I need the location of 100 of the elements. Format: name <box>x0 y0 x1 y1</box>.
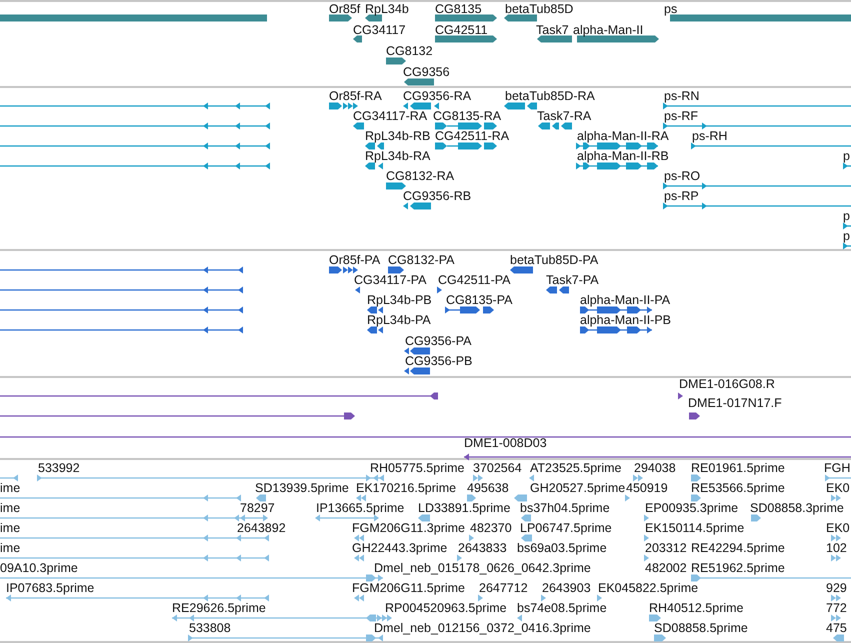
feature-label: 3702564 <box>473 461 522 475</box>
feature-label: Or85f-RA <box>329 89 382 103</box>
feature-label: alpha-Man-II-RB <box>577 149 669 163</box>
feature-label: ime <box>0 521 20 535</box>
feature-label: RE51962.5prime <box>691 561 785 575</box>
feature-label: EK045822.5prime <box>598 581 698 595</box>
feature-label: 2643833 <box>458 541 507 555</box>
feature-label: RH05775.5prime <box>370 461 464 475</box>
feature-label: CG42511-PA <box>438 273 510 287</box>
feature-label: LP06747.5prime <box>520 521 612 535</box>
feature-label: CG34117-PA <box>354 273 426 287</box>
feature-label: alpha-Man-II-PB <box>580 313 672 327</box>
feature-label: Task7-PA <box>546 273 599 287</box>
feature-label: CG8132-RA <box>386 169 454 183</box>
feature-label: 2647712 <box>479 581 528 595</box>
feature-label: DME1-017N17.F <box>688 396 782 410</box>
feature-label: 475 <box>826 621 847 635</box>
feature-label: SD13939.5prime <box>255 481 349 495</box>
feature-label: FGM206G11.3prime <box>352 521 466 535</box>
feature-label: bs37h04.5prime <box>520 501 610 515</box>
feature-label: Task7 <box>536 23 569 37</box>
feature-label: Or85f <box>329 2 360 16</box>
feature-label: 78297 <box>240 501 275 515</box>
feature-label: betaTub85D-RA <box>505 89 595 103</box>
feature-label: betaTub85D-PA <box>510 253 598 267</box>
feature-label: 294038 <box>634 461 676 475</box>
feature-label: EP00935.3prime <box>645 501 738 515</box>
feature-label: ps <box>664 2 678 16</box>
feature-label: CG8135 <box>435 2 482 16</box>
feature-label: SD08858.3prime <box>750 501 844 515</box>
feature-label: EK170216.5prime <box>356 481 456 495</box>
feature-label: EK0 <box>826 481 850 495</box>
feature-label: CG8135-PA <box>446 293 512 307</box>
feature-label: 102 <box>826 541 847 555</box>
feature-label: RpL34b-RB <box>365 129 430 143</box>
feature-label: LD33891.5prime <box>418 501 510 515</box>
feature-label: CG8135-RA <box>433 109 502 123</box>
feature-label: CG42511-RA <box>435 129 510 143</box>
feature-label: bs69a03.5prime <box>517 541 607 555</box>
feature-label: Dmel_neb_012156_0372_0416.3prime <box>374 621 591 635</box>
feature-label: IP13665.5prime <box>316 501 404 515</box>
feature-label: 09A10.3prime <box>0 561 78 575</box>
feature-label: 482002 <box>645 561 687 575</box>
feature-label: RH40512.5prime <box>649 601 744 615</box>
feature-label: GH20527.5prime <box>530 481 626 495</box>
feature-label: p <box>843 149 850 163</box>
feature-label: ime <box>0 481 20 495</box>
feature-label: ps-RP <box>664 189 699 203</box>
feature-label: CG9356-PB <box>405 354 472 368</box>
feature-label: CG9356 <box>403 65 450 79</box>
feature-label: Dmel_neb_015178_0626_0642.3prime <box>374 561 591 575</box>
feature-label: Task7-RA <box>537 109 592 123</box>
feature-label: DME1-016G08.R <box>679 377 775 391</box>
feature-label: RP004520963.5prime <box>385 601 507 615</box>
feature-label: 450919 <box>626 481 668 495</box>
feature-label: betaTub85D <box>505 2 574 16</box>
feature-label: EK150114.5prime <box>645 521 744 535</box>
feature-label: 203312 <box>645 541 687 555</box>
feature-label: Or85f-PA <box>329 253 380 267</box>
feature-label: p <box>843 229 850 243</box>
feature-label: bs74e08.5prime <box>517 601 607 615</box>
feature-label: ps-RF <box>664 109 698 123</box>
feature-label: 2643892 <box>237 521 286 535</box>
feature-label: 772 <box>826 601 847 615</box>
feature-label: CG8132 <box>386 44 433 58</box>
feature-label: 482370 <box>470 521 512 535</box>
feature-label: alpha-Man-II <box>573 23 644 37</box>
feature-label: CG9356-RA <box>403 89 472 103</box>
feature-label: CG34117-RA <box>353 109 428 123</box>
feature-label: AT23525.5prime <box>530 461 622 475</box>
feature-label: p <box>843 209 850 223</box>
feature-label: 2643903 <box>542 581 591 595</box>
feature-label: RE53566.5prime <box>691 481 785 495</box>
feature-label: CG9356-RB <box>403 189 472 203</box>
feature-label: 533992 <box>38 461 80 475</box>
feature-label: ps-RH <box>692 129 728 143</box>
feature-label: alpha-Man-II-RA <box>577 129 669 143</box>
feature-label: 533808 <box>189 621 231 635</box>
feature-label: FGH <box>824 461 850 475</box>
feature-label: ps-RN <box>664 89 700 103</box>
feature-label: ime <box>0 541 20 555</box>
feature-label: RE42294.5prime <box>691 541 785 555</box>
feature-label: IP07683.5prime <box>6 581 94 595</box>
feature-label: ime <box>0 501 20 515</box>
feature-label: RpL34b <box>365 2 409 16</box>
feature-label: GH22443.3prime <box>352 541 448 555</box>
feature-label: RE01961.5prime <box>691 461 785 475</box>
feature-label: SD08858.5prime <box>654 621 748 635</box>
feature-label: FGM206G11.5prime <box>352 581 466 595</box>
feature-label: CG9356-PA <box>405 334 472 348</box>
feature-label: 929 <box>826 581 847 595</box>
feature-label: RpL34b-PA <box>367 313 431 327</box>
feature-label: ps-RO <box>664 169 700 183</box>
feature-label: CG8132-PA <box>388 253 454 267</box>
feature-label: EK0 <box>826 521 850 535</box>
feature-label: RE29626.5prime <box>172 601 266 615</box>
feature-label: CG34117 <box>353 23 406 37</box>
feature-label: alpha-Man-II-PA <box>580 293 670 307</box>
feature-label: RpL34b-PB <box>367 293 432 307</box>
feature-label: CG42511 <box>435 23 488 37</box>
